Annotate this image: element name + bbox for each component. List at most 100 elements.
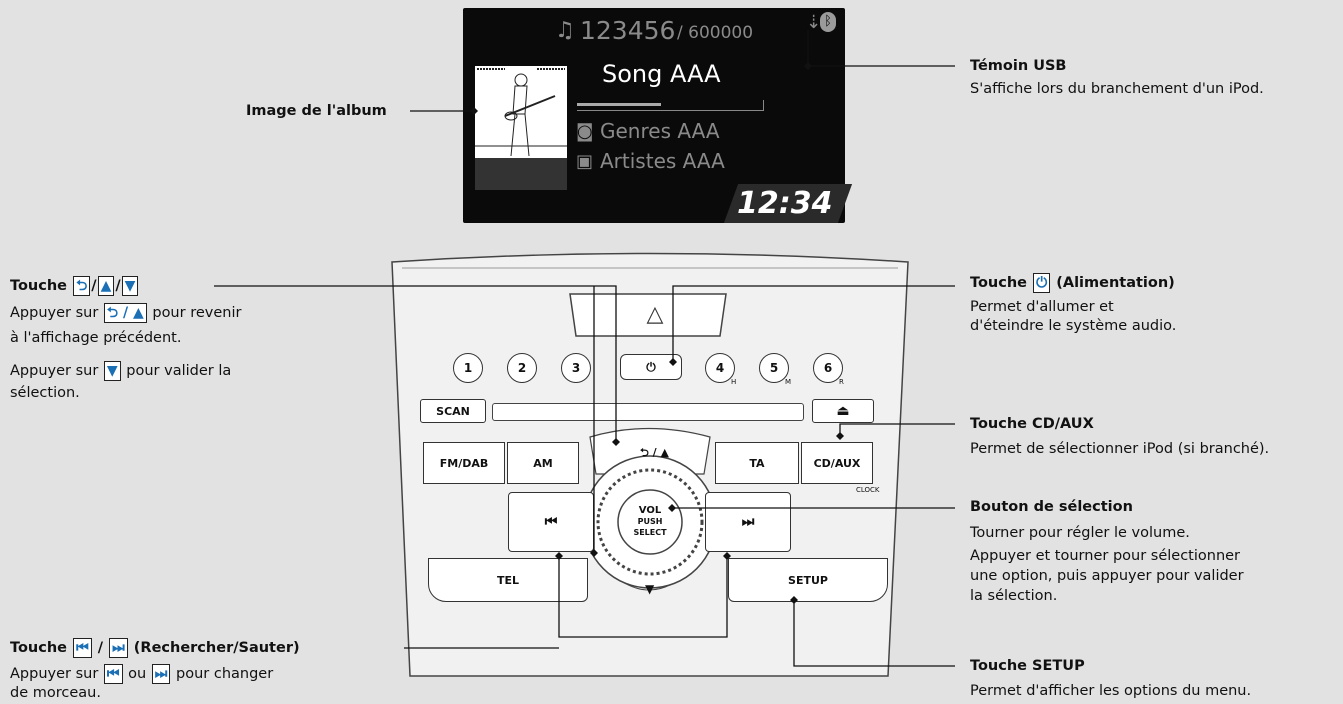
down-icon-2: ▼ bbox=[103, 361, 121, 381]
preset-label-3: 3 bbox=[571, 361, 581, 375]
progress-bar bbox=[577, 100, 764, 111]
back-line1-post: pour revenir bbox=[152, 305, 242, 321]
ta-label: TA bbox=[749, 456, 765, 470]
clock-small-label: CLOCK bbox=[856, 486, 880, 494]
seek-line1-post: pour changer bbox=[176, 666, 274, 682]
cdaux-button[interactable]: CD/AUX bbox=[801, 442, 873, 484]
artist-text: Artistes AAA bbox=[600, 149, 725, 173]
album-art-reflection bbox=[475, 158, 567, 190]
power-title: Touche ⏻ (Alimentation) bbox=[970, 273, 1175, 293]
select-desc4: la sélection. bbox=[970, 588, 1058, 604]
fmdab-label: FM/DAB bbox=[439, 456, 489, 470]
usb-indicator-title: Témoin USB bbox=[970, 58, 1067, 74]
back-line2: à l'affichage précédent. bbox=[10, 330, 182, 346]
preset-button-2[interactable]: 2 bbox=[507, 353, 537, 383]
usb-icon: ⇣ bbox=[806, 12, 822, 33]
preset-label-2: 2 bbox=[517, 361, 527, 375]
genre-icon: ◙ bbox=[576, 121, 594, 142]
back-line3-pre: Appuyer sur bbox=[10, 363, 99, 379]
preset-button-5[interactable]: 5 bbox=[759, 353, 789, 383]
cdaux-desc: Permet de sélectionner iPod (si branché)… bbox=[970, 441, 1270, 457]
am-button[interactable]: AM bbox=[507, 442, 579, 484]
seek-line2: de morceau. bbox=[10, 685, 101, 701]
preset-button-6[interactable]: 6 bbox=[813, 353, 843, 383]
back-up-label: ⮌ / ▲ bbox=[640, 446, 669, 459]
back-key-title: Touche ⮌/▲/▼ bbox=[10, 276, 139, 296]
vol-label: VOL bbox=[638, 505, 662, 516]
setup-label: SETUP bbox=[788, 573, 828, 587]
hazard-button[interactable]: △ bbox=[646, 302, 664, 327]
power-title-suffix: (Alimentation) bbox=[1056, 275, 1175, 291]
tel-label: TEL bbox=[496, 573, 520, 587]
seek-slash: / bbox=[97, 640, 104, 656]
seek-line1-mid: ou bbox=[128, 666, 147, 682]
cd-slot bbox=[492, 403, 804, 421]
back-line1: Appuyer sur ⮌ / ▲ pour revenir bbox=[10, 303, 241, 323]
back-line3: Appuyer sur ▼ pour valider la bbox=[10, 361, 231, 381]
eject-button[interactable]: ⏏ bbox=[812, 399, 874, 423]
scan-label: SCAN bbox=[436, 404, 470, 418]
preset-label-4: 4 bbox=[715, 361, 725, 375]
select-desc2: Appuyer et tourner pour sélectionner bbox=[970, 548, 1241, 564]
seek-title-prefix: Touche bbox=[10, 640, 68, 656]
power-title-prefix: Touche bbox=[970, 275, 1028, 291]
select-desc1: Tourner pour régler le volume. bbox=[970, 525, 1190, 541]
eject-icon: ⏏ bbox=[836, 403, 850, 419]
power-button[interactable]: ⏻ bbox=[620, 354, 682, 380]
usb-indicator-desc: S'affiche lors du branchement d'un iPod. bbox=[970, 81, 1264, 97]
seek-fwd-button[interactable]: ⏭ bbox=[705, 492, 791, 552]
artist-icon: ▣ bbox=[576, 151, 594, 172]
tel-button[interactable]: TEL bbox=[428, 558, 588, 602]
preset-button-4[interactable]: 4 bbox=[705, 353, 735, 383]
scan-button[interactable]: SCAN bbox=[420, 399, 486, 423]
preset-button-1[interactable]: 1 bbox=[453, 353, 483, 383]
audio-display-screen: ♫ 123456 / 600000 ⇣ ᛒ Song AAA ◙ Genres … bbox=[463, 8, 853, 223]
select-knob[interactable]: VOL PUSH SELECT bbox=[620, 505, 680, 538]
up-icon: ▲ bbox=[97, 276, 115, 296]
back-line3-post: pour valider la bbox=[126, 363, 232, 379]
preset-label-5: 5 bbox=[769, 361, 779, 375]
seek-back-icon: ⏮ bbox=[544, 514, 558, 530]
track-counter: 123456 bbox=[580, 16, 676, 45]
setup-desc: Permet d'afficher les options du menu. bbox=[970, 683, 1252, 699]
seek-back-button[interactable]: ⏮ bbox=[508, 492, 594, 552]
down-label: ▼ bbox=[645, 582, 655, 596]
cdaux-label: CD/AUX bbox=[813, 456, 861, 470]
power-icon: ⏻ bbox=[646, 359, 656, 374]
preset-label-6: 6 bbox=[823, 361, 833, 375]
track-total: / 600000 bbox=[677, 23, 754, 43]
back-arrow-icon: ⮌ bbox=[73, 276, 91, 296]
album-art-label: Image de l'album bbox=[246, 103, 387, 119]
music-note-icon: ♫ bbox=[555, 18, 575, 43]
album-art bbox=[475, 66, 567, 158]
ta-button[interactable]: TA bbox=[715, 442, 799, 484]
preset-button-3[interactable]: 3 bbox=[561, 353, 591, 383]
back-key-title-prefix: Touche bbox=[10, 278, 68, 294]
setup-title: Touche SETUP bbox=[970, 658, 1085, 674]
bluetooth-icon: ᛒ bbox=[820, 12, 836, 32]
am-label: AM bbox=[533, 456, 553, 470]
skip-back-icon-2: ⏮ bbox=[103, 664, 123, 684]
down-button[interactable]: ▼ bbox=[645, 582, 654, 596]
back-arrow-icon-2: ⮌ / ▲ bbox=[103, 303, 147, 323]
power-key-icon: ⏻ bbox=[1033, 273, 1051, 293]
back-up-button[interactable]: ⮌ / ▲ bbox=[640, 444, 669, 463]
skip-fwd-icon: ⏭ bbox=[109, 638, 128, 658]
seek-title-suffix: (Rechercher/Sauter) bbox=[133, 640, 300, 656]
power-desc1: Permet d'allumer et bbox=[970, 299, 1114, 315]
seek-title: Touche ⏮ / ⏭ (Rechercher/Sauter) bbox=[10, 638, 300, 658]
fmdab-button[interactable]: FM/DAB bbox=[423, 442, 505, 484]
back-line4: sélection. bbox=[10, 385, 80, 401]
clock: 12:34 bbox=[737, 186, 833, 221]
cdaux-title: Touche CD/AUX bbox=[970, 416, 1094, 432]
select-label: SELECT bbox=[633, 528, 667, 537]
skip-back-icon: ⏮ bbox=[73, 638, 92, 658]
preset-sub-4: H bbox=[731, 378, 737, 386]
seek-fwd-icon: ⏭ bbox=[741, 514, 755, 530]
back-line1-pre: Appuyer sur bbox=[10, 305, 99, 321]
seek-line1: Appuyer sur ⏮ ou ⏭ pour changer bbox=[10, 664, 273, 684]
setup-button[interactable]: SETUP bbox=[728, 558, 888, 602]
push-label: PUSH bbox=[637, 517, 663, 526]
genre-text: Genres AAA bbox=[600, 119, 720, 143]
